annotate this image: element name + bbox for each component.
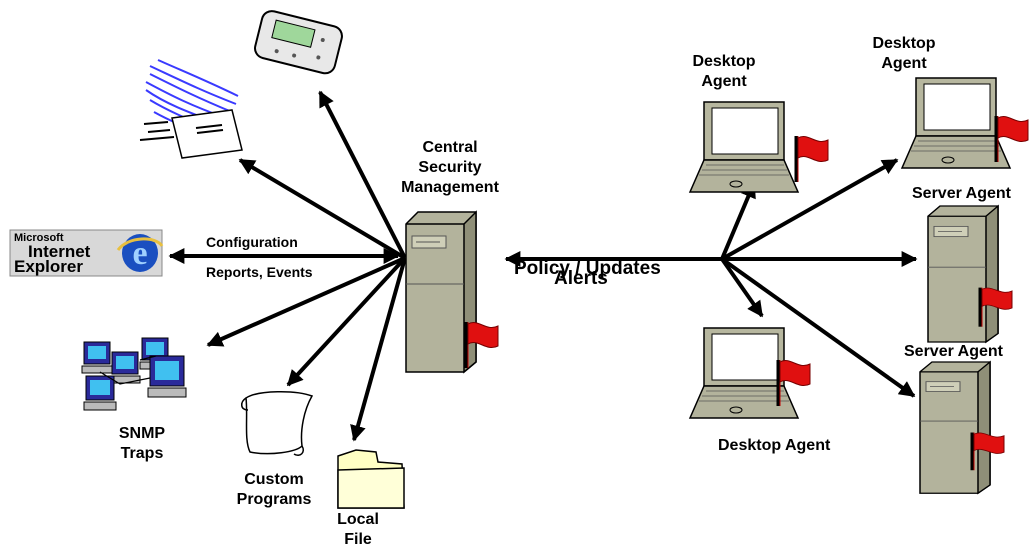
custom-programs-label: Custom Programs [226,470,322,510]
hub-arrows [206,90,407,442]
scroll-icon [241,390,314,457]
desktop-agent-1-label: Desktop Agent [672,52,776,92]
desktop-agent-2-line1: Desktop [872,35,936,52]
local-line2: File [344,531,372,548]
ie-line2: Internet [28,242,91,261]
desktop-agent-3-label: Desktop Agent [718,437,831,454]
policy-updates-label: Policy / Updates [514,258,661,279]
internet-explorer-logo: e [9,229,164,277]
custom-line2: Programs [236,491,312,508]
central-line1: Central [422,139,478,156]
central-line3: Management [401,179,499,196]
ie-line3: Explorer [14,257,83,276]
central-server-icon [405,211,500,373]
desktop-agent-1-line2: Agent [701,73,747,90]
server-agent-1-label: Server Agent [912,185,1011,202]
central-line2: Security [418,159,482,176]
pager-icon [254,10,343,75]
snmp-line1: SNMP [118,425,166,442]
reports-events-label: Reports, Events [206,264,313,280]
configuration-label: Configuration [206,234,298,250]
desktop-agent-3-icon [689,327,812,419]
ie-logo-text: Microsoft Internet Explorer [14,232,118,276]
ie-line1: Microsoft [14,232,64,244]
desktop-agent-2-line2: Agent [881,55,927,72]
snmp-computers-icon [81,337,187,411]
desktop-agent-2-label: Desktop Agent [852,34,956,74]
server-agent-1-icon [927,205,1014,343]
desktop-agent-1-icon [689,101,830,193]
server-agent-2-icon [919,361,1006,494]
snmp-label: SNMP Traps [112,424,172,464]
desktop-agent-1-line1: Desktop [692,53,756,70]
email-icon [139,59,243,159]
local-line1: Local [337,511,379,528]
custom-line1: Custom [244,471,304,488]
agent-arrows [720,158,918,398]
svg-text:e: e [132,235,147,272]
central-label: Central Security Management [395,138,505,198]
server-agent-2-label: Server Agent [904,343,1003,360]
local-file-label: Local File [326,510,390,548]
snmp-line2: Traps [120,445,164,462]
desktop-agent-2-icon [901,77,1030,169]
folder-icon [337,449,405,509]
alerts-label: Alerts [554,268,608,289]
